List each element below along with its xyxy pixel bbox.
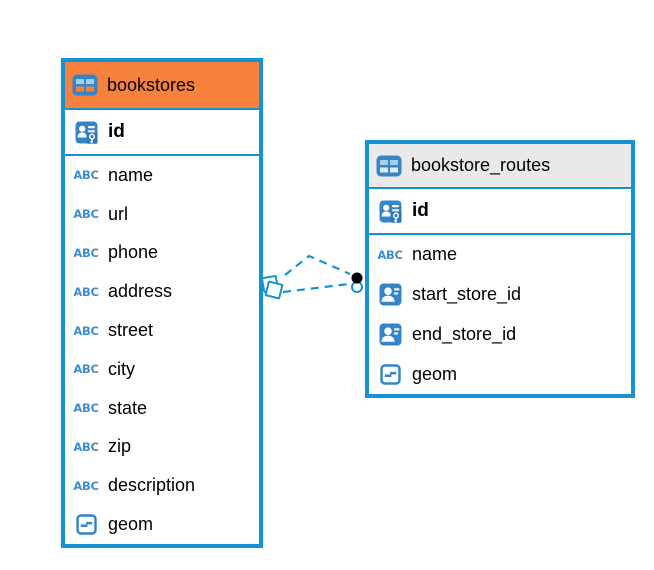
- table-icon: [376, 155, 402, 177]
- column-name: phone: [108, 242, 159, 263]
- relation-line-upper: [284, 254, 351, 276]
- table-header-bookstores[interactable]: bookstores: [65, 62, 259, 108]
- column-name: geom: [412, 363, 458, 384]
- column-row-start-store-id[interactable]: start_store_id: [369, 274, 631, 315]
- column-row-geom[interactable]: geom: [369, 354, 631, 394]
- column-name: id: [108, 121, 125, 142]
- column-row-address[interactable]: ABC address: [65, 272, 259, 312]
- column-name: address: [108, 281, 173, 302]
- reference-column-icon: [376, 323, 404, 346]
- reference-column-icon: [376, 283, 404, 306]
- relation-line-lower: [282, 282, 350, 294]
- text-type-icon: ABC: [73, 323, 99, 338]
- geometry-type-icon: [376, 364, 404, 385]
- text-type-icon: ABC: [73, 168, 99, 183]
- column-name: end_store_id: [412, 323, 517, 344]
- column-name: description: [108, 475, 196, 496]
- text-type-icon: ABC: [73, 439, 99, 454]
- column-row-phone[interactable]: ABC phone: [65, 233, 259, 273]
- column-name: start_store_id: [412, 284, 522, 305]
- column-list: ABC name ABC url ABC phone ABC address A…: [65, 156, 259, 544]
- column-row-end-store-id[interactable]: end_store_id: [369, 314, 631, 355]
- column-row-street[interactable]: ABC street: [65, 311, 259, 350]
- column-row-name[interactable]: ABC name: [369, 235, 631, 275]
- table-icon: [72, 74, 98, 96]
- divider: [369, 187, 631, 189]
- primary-key-icon: [72, 121, 100, 144]
- column-name: street: [108, 320, 154, 341]
- column-name: geom: [108, 514, 154, 535]
- divider: [65, 154, 259, 156]
- column-name: zip: [108, 436, 132, 457]
- text-type-icon: ABC: [73, 401, 99, 416]
- divider: [369, 233, 631, 235]
- relation-one-end-marker: [351, 272, 363, 293]
- column-row-url[interactable]: ABC url: [65, 194, 259, 234]
- column-list: ABC name start_store_id end_store_id geo…: [369, 235, 631, 394]
- text-type-icon: ABC: [73, 245, 99, 260]
- column-row-id[interactable]: id: [65, 110, 259, 154]
- entity-table-bookstores[interactable]: bookstores id ABC name ABC url ABC phone…: [61, 58, 263, 548]
- relation-many-end-marker: [261, 275, 284, 300]
- column-name: name: [108, 164, 154, 185]
- column-row-id[interactable]: id: [369, 189, 631, 233]
- text-type-icon: ABC: [73, 284, 99, 299]
- column-name: city: [108, 358, 135, 379]
- table-name: bookstore_routes: [411, 155, 551, 175]
- column-name: name: [412, 244, 458, 265]
- column-row-zip[interactable]: ABC zip: [65, 427, 259, 467]
- column-row-geom[interactable]: geom: [65, 505, 259, 544]
- text-type-icon: ABC: [377, 247, 403, 262]
- entity-table-bookstore-routes[interactable]: bookstore_routes id ABC name start_store…: [365, 140, 635, 398]
- table-name: bookstores: [107, 74, 196, 95]
- text-type-icon: ABC: [73, 478, 99, 493]
- column-row-description[interactable]: ABC description: [65, 466, 259, 506]
- text-type-icon: ABC: [73, 207, 99, 222]
- column-name: state: [108, 397, 148, 418]
- divider: [65, 108, 259, 110]
- geometry-type-icon: [72, 514, 100, 535]
- table-header-bookstore-routes[interactable]: bookstore_routes: [369, 144, 631, 187]
- relation-bookstores-to-bookstore-routes[interactable]: [261, 254, 363, 300]
- text-type-icon: ABC: [73, 362, 99, 377]
- primary-key-icon: [376, 200, 404, 223]
- column-name: url: [108, 203, 129, 224]
- column-name: id: [412, 200, 429, 221]
- column-row-name[interactable]: ABC name: [65, 156, 259, 195]
- column-row-city[interactable]: ABC city: [65, 349, 259, 389]
- column-row-state[interactable]: ABC state: [65, 388, 259, 428]
